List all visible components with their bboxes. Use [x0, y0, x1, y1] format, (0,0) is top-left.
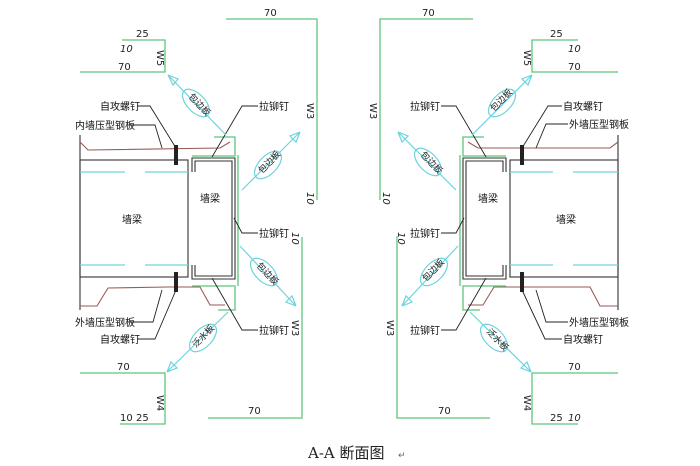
- right-dim-w3-bot-70: 70: [438, 406, 451, 417]
- left-dim-w3-10: 10: [304, 192, 315, 205]
- paragraph-mark: ↵: [398, 451, 406, 461]
- right-label-outer-panel-top: 外墙压型钢板: [569, 118, 629, 131]
- left-flashing-top: [192, 136, 236, 157]
- right-dim-w3-10: 10: [380, 192, 391, 205]
- right-screw-bot: [520, 272, 524, 292]
- left-arrow-flashing-top: 包边板: [167, 74, 227, 136]
- right-dim-w4-70: 70: [568, 362, 581, 373]
- left-w5-profile: [80, 39, 166, 73]
- left-dim-w3: W3: [304, 103, 315, 119]
- right-screw-top: [520, 145, 524, 165]
- right-arrow-flashing-mid: 包边板: [397, 131, 457, 191]
- right-dim-w3-70: 70: [422, 8, 435, 19]
- left-label-outer-panel: 外墙压型钢板: [75, 316, 135, 329]
- right-flashing-bot: [462, 285, 506, 311]
- left-detail: 25 10 70 W5 70 W3 10 10 W3 70 70 W4 10 2…: [75, 8, 318, 425]
- right-w5-profile: [531, 39, 618, 73]
- right-outer-panel: [468, 286, 618, 307]
- left-dim-w3-10b: 10: [289, 232, 300, 245]
- left-dim-w4: W4: [154, 395, 165, 411]
- right-label-purlin-small: 墙梁: [478, 192, 498, 205]
- left-w3-lower-profile: [208, 237, 303, 419]
- right-dim-w4-25: 25: [550, 413, 563, 424]
- left-screw-top: [174, 145, 178, 165]
- right-dim-10: 10: [568, 44, 581, 55]
- left-label-inner-panel: 内墙压型钢板: [75, 119, 135, 132]
- right-label-rivet-top: 拉铆钉: [410, 100, 440, 113]
- right-arrow-drain: 泛水板: [469, 311, 532, 373]
- left-label-screw-bot: 自攻螺钉: [100, 333, 140, 346]
- left-dim-w4-25: 25: [136, 413, 149, 424]
- left-inner-panel: [79, 141, 231, 151]
- left-label-purlin-small: 墙梁: [200, 192, 220, 205]
- right-arrow-flashing-top: 包边板: [471, 74, 533, 136]
- right-w3-lower-profile: [396, 236, 490, 419]
- left-label-rivet-mid: 拉铆钉: [259, 227, 289, 240]
- left-outer-panel: [80, 286, 225, 307]
- left-label-screw-top: 自攻螺钉: [100, 100, 140, 113]
- right-flashing-top: [462, 136, 506, 157]
- right-detail: 25 10 70 W5 70 W3 10 10 W3 70 70 W4 25 1…: [367, 8, 629, 425]
- right-dim-w3-10b: 10: [395, 232, 406, 245]
- left-dim-w4-10: 10: [120, 413, 133, 424]
- svg-text:包边板: 包边板: [488, 86, 515, 114]
- left-c-purlin: [194, 160, 233, 277]
- left-arrow-flashing-mid: 包边板: [241, 131, 301, 191]
- right-dim-w4-10: 10: [568, 413, 581, 424]
- right-label-outer-panel: 外墙压型钢板: [569, 316, 629, 329]
- right-dim-w3: W3: [367, 103, 378, 119]
- left-w3-profile: [226, 18, 318, 200]
- left-label-rivet-bot: 拉铆钉: [259, 324, 289, 337]
- left-flashing-bot: [192, 285, 236, 311]
- right-dim-w5: W5: [521, 50, 532, 66]
- left-dim-w3-lower: W3: [289, 320, 300, 336]
- left-dim-25: 25: [136, 29, 149, 40]
- figure-caption: A-A 断面图: [307, 444, 385, 462]
- right-dim-w3-lower: W3: [384, 320, 395, 336]
- left-dim-w4-70: 70: [117, 362, 130, 373]
- right-dim-w4: W4: [521, 395, 532, 411]
- right-label-purlin-big: 墙梁: [556, 213, 576, 226]
- left-label-purlin-big: 墙梁: [122, 213, 142, 226]
- left-w4-profile: [80, 372, 166, 425]
- right-label-screw-bot: 自攻螺钉: [563, 333, 603, 346]
- right-dim-70: 70: [568, 62, 581, 73]
- left-dim-10: 10: [120, 44, 133, 55]
- right-c-purlin: [465, 160, 504, 277]
- right-label-rivet-mid: 拉铆钉: [410, 227, 440, 240]
- right-w3-profile: [379, 18, 473, 200]
- right-arrow-flashing-low: 包边板: [401, 245, 459, 307]
- left-dim-70: 70: [118, 62, 131, 73]
- left-screw-bot: [174, 272, 178, 292]
- right-dim-25: 25: [550, 29, 563, 40]
- right-outer-panel-top: [467, 141, 619, 149]
- left-dim-w3-bot-70: 70: [248, 406, 261, 417]
- right-w4-profile: [531, 372, 618, 425]
- left-dim-w5: W5: [154, 50, 165, 66]
- left-dim-w3-70: 70: [264, 8, 277, 19]
- right-label-rivet-bot: 拉铆钉: [410, 324, 440, 337]
- left-arrow-drain: 泛水板: [166, 311, 229, 373]
- right-label-screw-top: 自攻螺钉: [563, 100, 603, 113]
- left-arrow-flashing-low: 包边板: [239, 245, 297, 307]
- left-label-rivet-top: 拉铆钉: [259, 100, 289, 113]
